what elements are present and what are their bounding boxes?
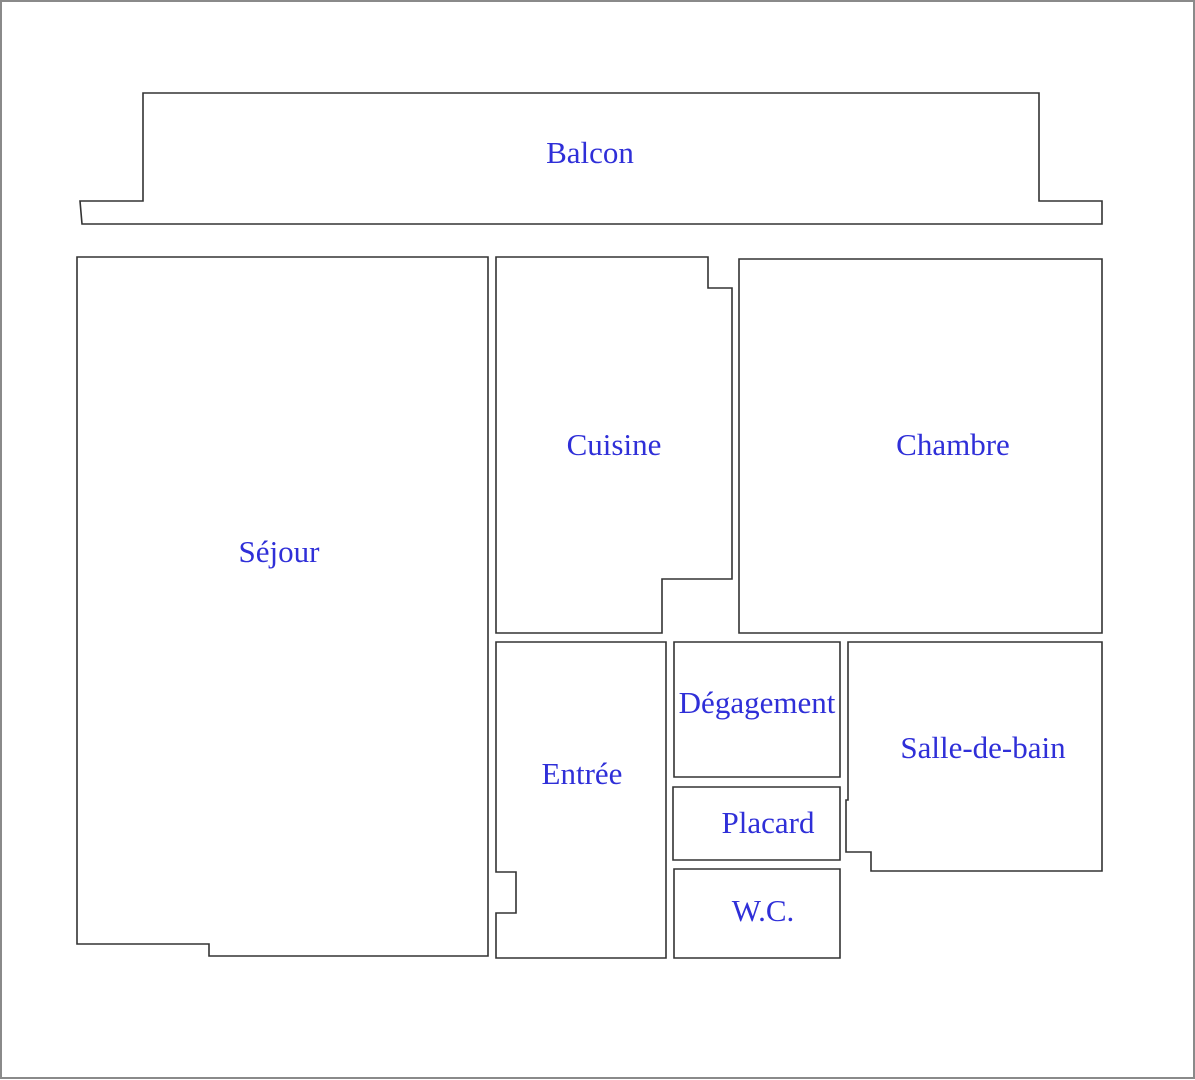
room-wc: W.C.: [673, 868, 841, 959]
room-chambre-label: Chambre: [896, 427, 1010, 462]
room-entree: Entrée: [495, 641, 667, 959]
room-placard-outline: [672, 786, 841, 861]
room-balcon-label: Balcon: [546, 135, 634, 170]
room-chambre-outline: [738, 258, 1103, 634]
room-sejour-label: Séjour: [239, 534, 321, 569]
room-balcon: Balcon: [79, 92, 1103, 225]
room-degagement: Dégagement: [673, 641, 841, 778]
room-entree-label: Entrée: [542, 756, 623, 791]
room-sejour: Séjour: [76, 256, 489, 957]
room-entree-outline: [495, 641, 667, 959]
room-degagement-label: Dégagement: [679, 685, 836, 720]
room-placard: Placard: [672, 786, 841, 861]
room-cuisine-label: Cuisine: [567, 427, 662, 462]
room-placard-label: Placard: [722, 805, 815, 840]
room-wc-label: W.C.: [732, 893, 795, 928]
room-chambre: Chambre: [738, 258, 1103, 634]
room-wc-outline: [673, 868, 841, 959]
room-cuisine: Cuisine: [495, 256, 733, 634]
room-salle-de-bain: Salle-de-bain: [845, 641, 1103, 872]
room-cuisine-outline: [495, 256, 733, 634]
room-sejour-outline: [76, 256, 489, 957]
room-salle-de-bain-outline: [845, 641, 1103, 872]
room-degagement-outline: [673, 641, 841, 778]
room-salle-de-bain-label: Salle-de-bain: [900, 730, 1066, 765]
room-balcon-outline: [79, 92, 1103, 225]
